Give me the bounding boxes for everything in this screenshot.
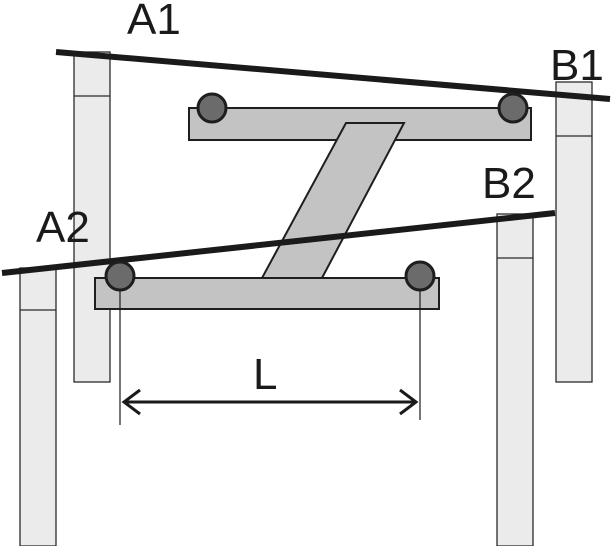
post-upper-right [555,81,593,383]
roller-lower-left [104,260,136,292]
label-length: L [253,350,277,399]
lower-beam [94,277,440,310]
post-lower-right [496,213,534,546]
post-upper-left [73,51,111,383]
label-a1: A1 [127,0,181,44]
diagonal-link [260,122,406,279]
roller-lower-right [404,260,436,292]
rail-a2-b2 [1,210,556,276]
label-b1: B1 [550,41,604,90]
label-a2: A2 [36,203,90,252]
posts [19,51,593,546]
roller-upper-right [497,92,529,124]
dimension-arrowhead-left [121,388,141,416]
post-lower-left [19,267,57,546]
dimension-arrowhead-right [399,388,419,416]
label-b2: B2 [482,159,536,208]
rail-a1-b1 [55,49,611,102]
roller-upper-left [196,92,228,124]
dimension-l [119,290,421,425]
